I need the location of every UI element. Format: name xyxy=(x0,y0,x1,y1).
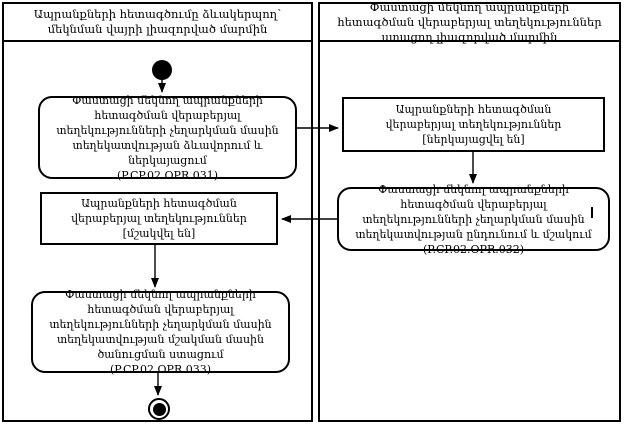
activity-label: Փաստացի մեկնող ապրանքների հետագծման վերա… xyxy=(49,288,272,361)
swimlane-header-right: Փաստացի մեկնող ապրանքների հետագծման վերա… xyxy=(320,0,619,44)
swimlane-receiving-authority: Փաստացի մեկնող ապրանքների հետագծման վերա… xyxy=(318,0,621,422)
activity-code: (P.CP.02.OPR.033) xyxy=(109,363,212,376)
activity-node-op031: Փաստացի մեկնող ապրանքների հետագծման վերա… xyxy=(38,93,297,182)
object-state: [ներկայացվել են] xyxy=(422,133,525,146)
object-label: Ապրանքների հետագծման վերաբերյալ տեղեկութ… xyxy=(385,103,562,131)
activity-code: (P.CP.02.OPR.032) xyxy=(422,242,525,256)
stray-cursor-mark xyxy=(591,207,593,218)
object-state: [մշակվել են] xyxy=(122,227,196,240)
object-label: Ապրանքների հետագծման վերաբերյալ տեղեկութ… xyxy=(71,197,247,225)
activity-node-op032: Փաստացի մեկնող ապրանքների հետագծման վերա… xyxy=(337,183,610,256)
final-node-core xyxy=(152,402,166,416)
object-node-info-processed: Ապրանքների հետագծման վերաբերյալ տեղեկութ… xyxy=(40,192,278,245)
final-node xyxy=(148,398,170,420)
initial-node xyxy=(152,60,172,80)
activity-label: Փաստացի մեկնող ապրանքների հետագծման վերա… xyxy=(355,182,592,241)
activity-label: Փաստացի մեկնող ապրանքների հետագծման վերա… xyxy=(56,93,279,167)
activity-node-op033: Փաստացի մեկնող ապրանքների հետագծման վերա… xyxy=(31,288,290,376)
swimlane-header-left: Ապրանքների հետագծումը ձևակերպող՝ մեկնման… xyxy=(4,4,311,42)
swimlane-departure-authority: Ապրանքների հետագծումը ձևակերպող՝ մեկնման… xyxy=(2,2,313,422)
activity-code: (P.CP.02.OPR.031) xyxy=(116,168,219,182)
object-node-info-submitted: Ապրանքների հետագծման վերաբերյալ տեղեկութ… xyxy=(342,97,605,152)
